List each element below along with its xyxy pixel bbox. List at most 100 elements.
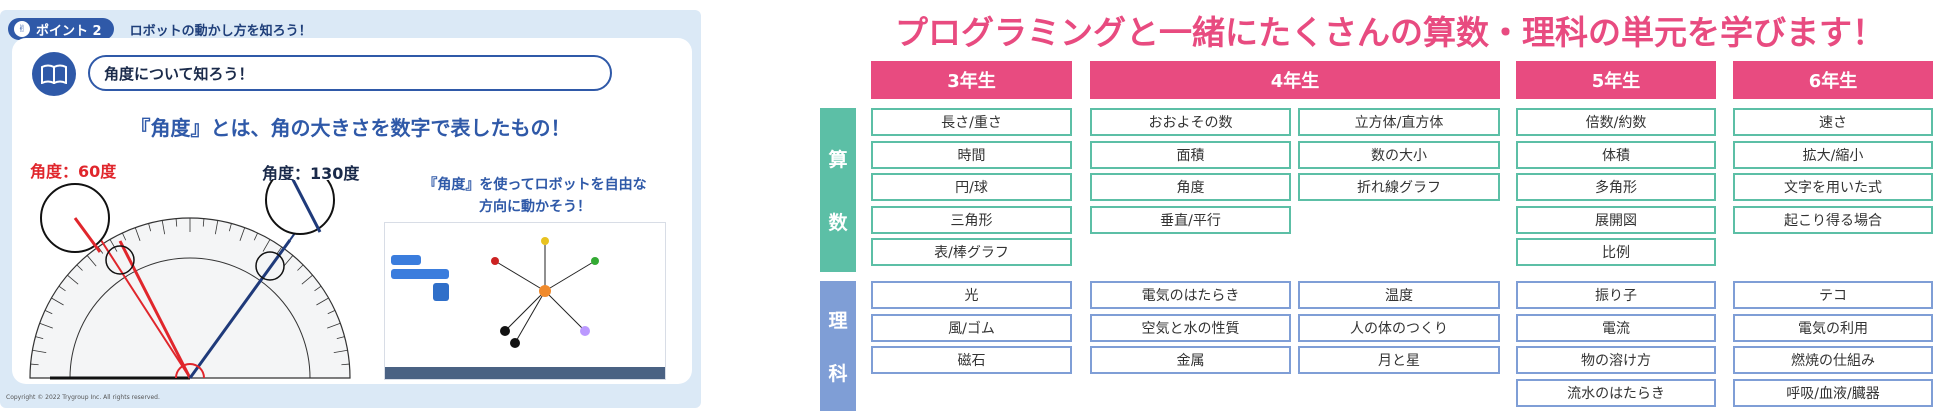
app-status-bar bbox=[385, 367, 665, 379]
math-unit-cell: 円/球 bbox=[871, 173, 1072, 201]
science-unit-cell: 月と星 bbox=[1298, 346, 1500, 374]
protractor-tick bbox=[301, 274, 313, 285]
protractor-tick bbox=[276, 246, 283, 254]
headline: 『角度』とは、角の大きさを数字で表したもの！ bbox=[130, 116, 571, 140]
protractor-tick bbox=[122, 232, 127, 241]
code-block bbox=[391, 255, 421, 265]
math-unit-cell: 比例 bbox=[1516, 238, 1716, 266]
math-unit-cell: 角度 bbox=[1090, 173, 1291, 201]
math-unit-cell: 三角形 bbox=[871, 205, 1072, 234]
protractor-tick bbox=[76, 264, 83, 271]
science-unit-cell: 電気の利用 bbox=[1733, 313, 1933, 342]
math-unit-cell: 表/棒グラフ bbox=[871, 238, 1072, 266]
zoom-lens-right bbox=[265, 180, 335, 235]
promo-text: 『角度』を使ってロボットを自由な 方向に動かそう！ bbox=[400, 174, 670, 218]
point-badge: ✌ ポイント 2 bbox=[8, 18, 114, 40]
math-unit-cell: 倍数/約数 bbox=[1516, 108, 1716, 136]
protractor-tick bbox=[44, 310, 53, 315]
hand-icon: ✌ bbox=[14, 21, 30, 37]
science-unit-cell: 流水のはたらき bbox=[1516, 378, 1716, 407]
math-unit-cell: 体積 bbox=[1516, 140, 1716, 169]
science-unit-cell: 電気のはたらき bbox=[1090, 281, 1291, 309]
protractor-tick bbox=[262, 239, 271, 252]
robot-stage bbox=[491, 237, 599, 348]
science-unit-cell: 金属 bbox=[1090, 346, 1291, 374]
blue-arm bbox=[188, 239, 292, 379]
science-unit-cell: 磁石 bbox=[871, 346, 1072, 374]
subject-science-char-1: 理 bbox=[828, 310, 848, 333]
point-label: ポイント 2 bbox=[36, 23, 102, 39]
science-unit-cell: 燃焼の仕組み bbox=[1733, 346, 1933, 374]
grade-header-6: 6年生 bbox=[1733, 61, 1933, 99]
protractor-tick bbox=[202, 218, 205, 227]
science-unit-cell: 人の体のつくり bbox=[1298, 313, 1500, 342]
science-unit-cell: 電流 bbox=[1516, 313, 1716, 342]
math-unit-cell: 多角形 bbox=[1516, 173, 1716, 201]
protractor-tick bbox=[51, 297, 64, 306]
math-unit-cell: 数の大小 bbox=[1298, 140, 1500, 169]
subheading: 角度について知ろう！ bbox=[88, 55, 612, 91]
protractor-tick bbox=[67, 274, 79, 285]
science-unit-cell: テコ bbox=[1733, 281, 1933, 309]
subject-math: 算 数 bbox=[820, 108, 856, 272]
robot-app-screenshot bbox=[384, 222, 666, 380]
protractor-tick bbox=[239, 227, 246, 241]
protractor-tick bbox=[134, 227, 141, 241]
subject-math-char-2: 数 bbox=[828, 212, 848, 235]
promo-line-2: 方向に動かそう！ bbox=[479, 199, 591, 215]
math-unit-cell: 時間 bbox=[871, 140, 1072, 169]
math-unit-cell: 面積 bbox=[1090, 140, 1291, 169]
protractor-tick bbox=[228, 223, 232, 232]
science-unit-cell: 呼吸/血液/臓器 bbox=[1733, 378, 1933, 407]
math-unit-cell: 垂直/平行 bbox=[1090, 205, 1291, 234]
protractor-tick bbox=[161, 220, 166, 235]
protractor-tick bbox=[253, 232, 258, 241]
protractor-diagram bbox=[29, 180, 351, 380]
protractor-tick bbox=[333, 349, 348, 354]
science-unit-cell: 物の溶け方 bbox=[1516, 346, 1716, 374]
science-unit-cell: 温度 bbox=[1298, 281, 1500, 309]
math-unit-cell: 立方体/直方体 bbox=[1298, 108, 1500, 136]
math-unit-cell: 拡大/縮小 bbox=[1733, 140, 1933, 169]
code-block bbox=[391, 269, 449, 279]
protractor-tick bbox=[32, 349, 47, 354]
book-icon bbox=[32, 52, 76, 96]
grade-header-5: 5年生 bbox=[1516, 61, 1716, 99]
copyright: Copyright © 2022 Trygroup Inc. All right… bbox=[6, 394, 160, 401]
angle-130-label: 角度：130度 bbox=[262, 164, 360, 183]
math-unit-cell: 長さ/重さ bbox=[871, 108, 1072, 136]
point-bar: ✌ ポイント 2 ロボットの動かし方を知ろう！ bbox=[8, 18, 312, 40]
math-unit-cell: 文字を用いた式 bbox=[1733, 173, 1933, 201]
protractor-tick bbox=[148, 223, 152, 232]
science-unit-cell: 光 bbox=[871, 281, 1072, 309]
grade-header-3: 3年生 bbox=[871, 61, 1072, 99]
code-block bbox=[433, 283, 449, 301]
subject-science: 理 科 bbox=[820, 281, 856, 411]
science-unit-cell: 振り子 bbox=[1516, 281, 1716, 309]
protractor-tick bbox=[316, 297, 329, 306]
protractor-tick bbox=[297, 264, 304, 271]
protractor-tick bbox=[35, 336, 44, 340]
protractor-tick bbox=[341, 363, 350, 366]
protractor-tick bbox=[327, 310, 336, 315]
subject-math-char-1: 算 bbox=[828, 148, 848, 171]
protractor-tick bbox=[283, 255, 294, 267]
protractor-tick bbox=[58, 285, 66, 292]
protractor-tick bbox=[336, 336, 345, 340]
math-unit-cell: おおよその数 bbox=[1090, 108, 1291, 136]
math-unit-cell: 速さ bbox=[1733, 108, 1933, 136]
angle-60-label: 角度：60度 bbox=[30, 162, 117, 181]
promo-line-1: 『角度』を使ってロボットを自由な bbox=[423, 177, 647, 193]
protractor-tick bbox=[39, 322, 53, 329]
protractor-tick bbox=[214, 220, 219, 235]
protractor-tick bbox=[30, 363, 39, 366]
math-unit-cell: 折れ線グラフ bbox=[1298, 173, 1500, 201]
math-unit-cell: 展開図 bbox=[1516, 205, 1716, 234]
math-unit-cell: 起こり得る場合 bbox=[1733, 205, 1933, 234]
protractor-tick bbox=[314, 285, 322, 292]
point-title: ロボットの動かし方を知ろう！ bbox=[129, 23, 312, 39]
table-title: プログラミングと一緒にたくさんの算数・理科の単元を学びます！ bbox=[895, 13, 1885, 52]
grade-header-4: 4年生 bbox=[1090, 61, 1500, 99]
protractor-tick bbox=[86, 255, 97, 267]
